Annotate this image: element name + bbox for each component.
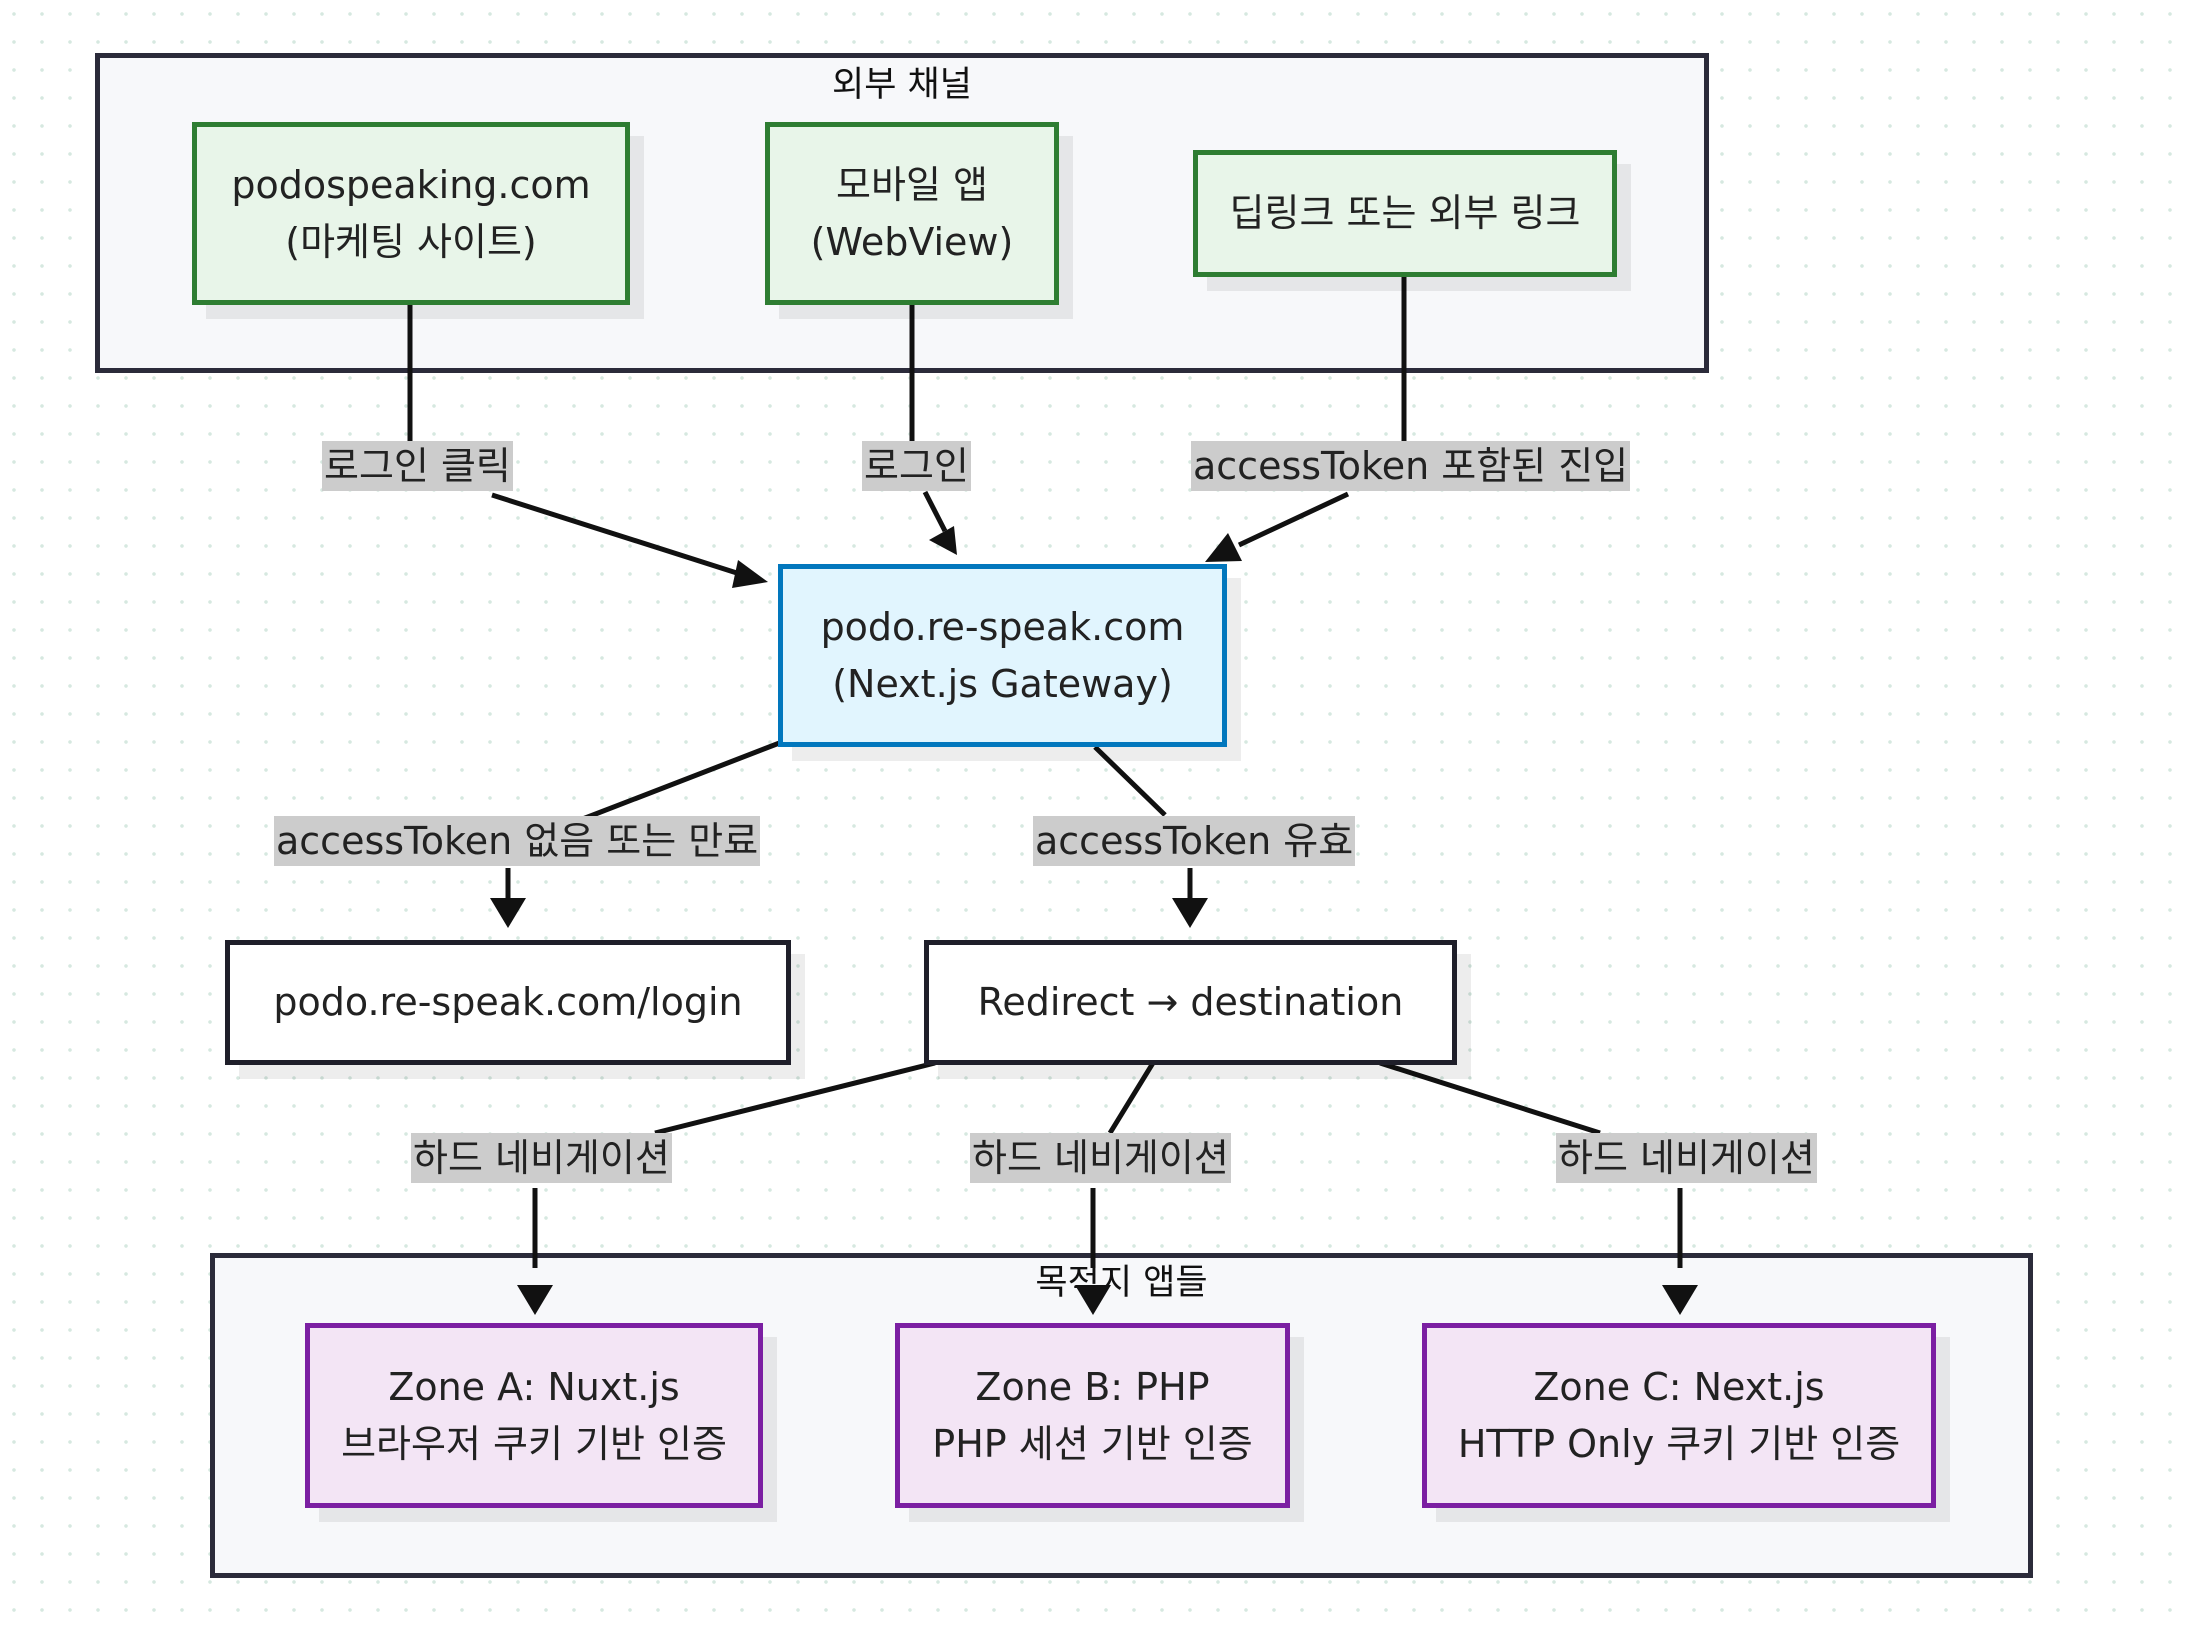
- edge-redirect-zone-a: [532, 1060, 936, 1268]
- node-zone-a: Zone A: Nuxt.js 브라우저 쿠키 기반 인증: [305, 1323, 763, 1508]
- node-mobile-app: 모바일 앱 (WebView): [765, 122, 1059, 305]
- node-sublabel: (마케팅 사이트): [285, 219, 537, 264]
- edge-redirect-zone-b: [1090, 1061, 1156, 1268]
- edge-label-hard-nav-a: 하드 네비게이션: [411, 1133, 672, 1183]
- edge-mobile-gateway: [909, 303, 948, 533]
- node-sublabel: PHP 세션 기반 인증: [932, 1421, 1253, 1466]
- arrowhead: [1075, 1285, 1111, 1315]
- edge-redirect-zone-c: [1379, 1060, 1683, 1268]
- edge-label-token-entry: accessToken 포함된 진입: [1191, 441, 1631, 491]
- node-login: podo.re-speak.com/login: [225, 940, 791, 1065]
- node-sublabel: HTTP Only 쿠키 기반 인증: [1457, 1421, 1901, 1466]
- edge-label-login: 로그인: [862, 441, 971, 491]
- node-label: Zone B: PHP: [975, 1364, 1210, 1409]
- node-marketing-site: podospeaking.com (마케팅 사이트): [192, 122, 630, 305]
- node-label: 딥링크 또는 외부 링크: [1229, 191, 1581, 235]
- edge-label-hard-nav-c: 하드 네비게이션: [1556, 1133, 1817, 1183]
- arrowhead: [1205, 533, 1242, 562]
- node-label: 모바일 앱: [836, 162, 988, 207]
- edge-label-login-click: 로그인 클릭: [322, 441, 513, 491]
- node-sublabel: (WebView): [810, 219, 1014, 264]
- edge-deeplink-gateway: [1237, 276, 1407, 548]
- node-label: Zone A: Nuxt.js: [388, 1364, 680, 1409]
- node-label: Zone C: Next.js: [1533, 1364, 1825, 1409]
- edge-marketing-gateway: [407, 303, 741, 577]
- node-deeplink: 딥링크 또는 외부 링크: [1193, 150, 1617, 277]
- edge-label-token-missing: accessToken 없음 또는 만료: [274, 816, 761, 866]
- arrowhead: [490, 898, 526, 928]
- node-label: podo.re-speak.com/login: [273, 980, 743, 1024]
- arrowhead: [929, 526, 957, 555]
- group-title: 외부 채널: [832, 65, 972, 105]
- node-zone-b: Zone B: PHP PHP 세션 기반 인증: [895, 1323, 1290, 1508]
- node-label: Redirect → destination: [977, 980, 1404, 1024]
- arrowhead: [1662, 1285, 1698, 1315]
- arrowhead: [1172, 898, 1208, 928]
- node-gateway: podo.re-speak.com (Next.js Gateway): [778, 564, 1227, 747]
- edge-label-token-valid: accessToken 유효: [1033, 816, 1356, 866]
- node-redirect: Redirect → destination: [924, 940, 1457, 1065]
- arrowhead: [732, 560, 768, 588]
- node-label: podospeaking.com: [231, 162, 591, 207]
- node-label: podo.re-speak.com: [820, 604, 1185, 649]
- arrowhead: [517, 1285, 553, 1315]
- node-zone-c: Zone C: Next.js HTTP Only 쿠키 기반 인증: [1422, 1323, 1936, 1508]
- edge-label-hard-nav-b: 하드 네비게이션: [970, 1133, 1231, 1183]
- node-sublabel: (Next.js Gateway): [832, 661, 1173, 706]
- edge-gateway-redirect: [1093, 745, 1193, 900]
- group-title: 목적지 앱들: [1035, 1263, 1208, 1303]
- node-sublabel: 브라우저 쿠키 기반 인증: [341, 1421, 727, 1466]
- edge-gateway-login: [505, 739, 783, 900]
